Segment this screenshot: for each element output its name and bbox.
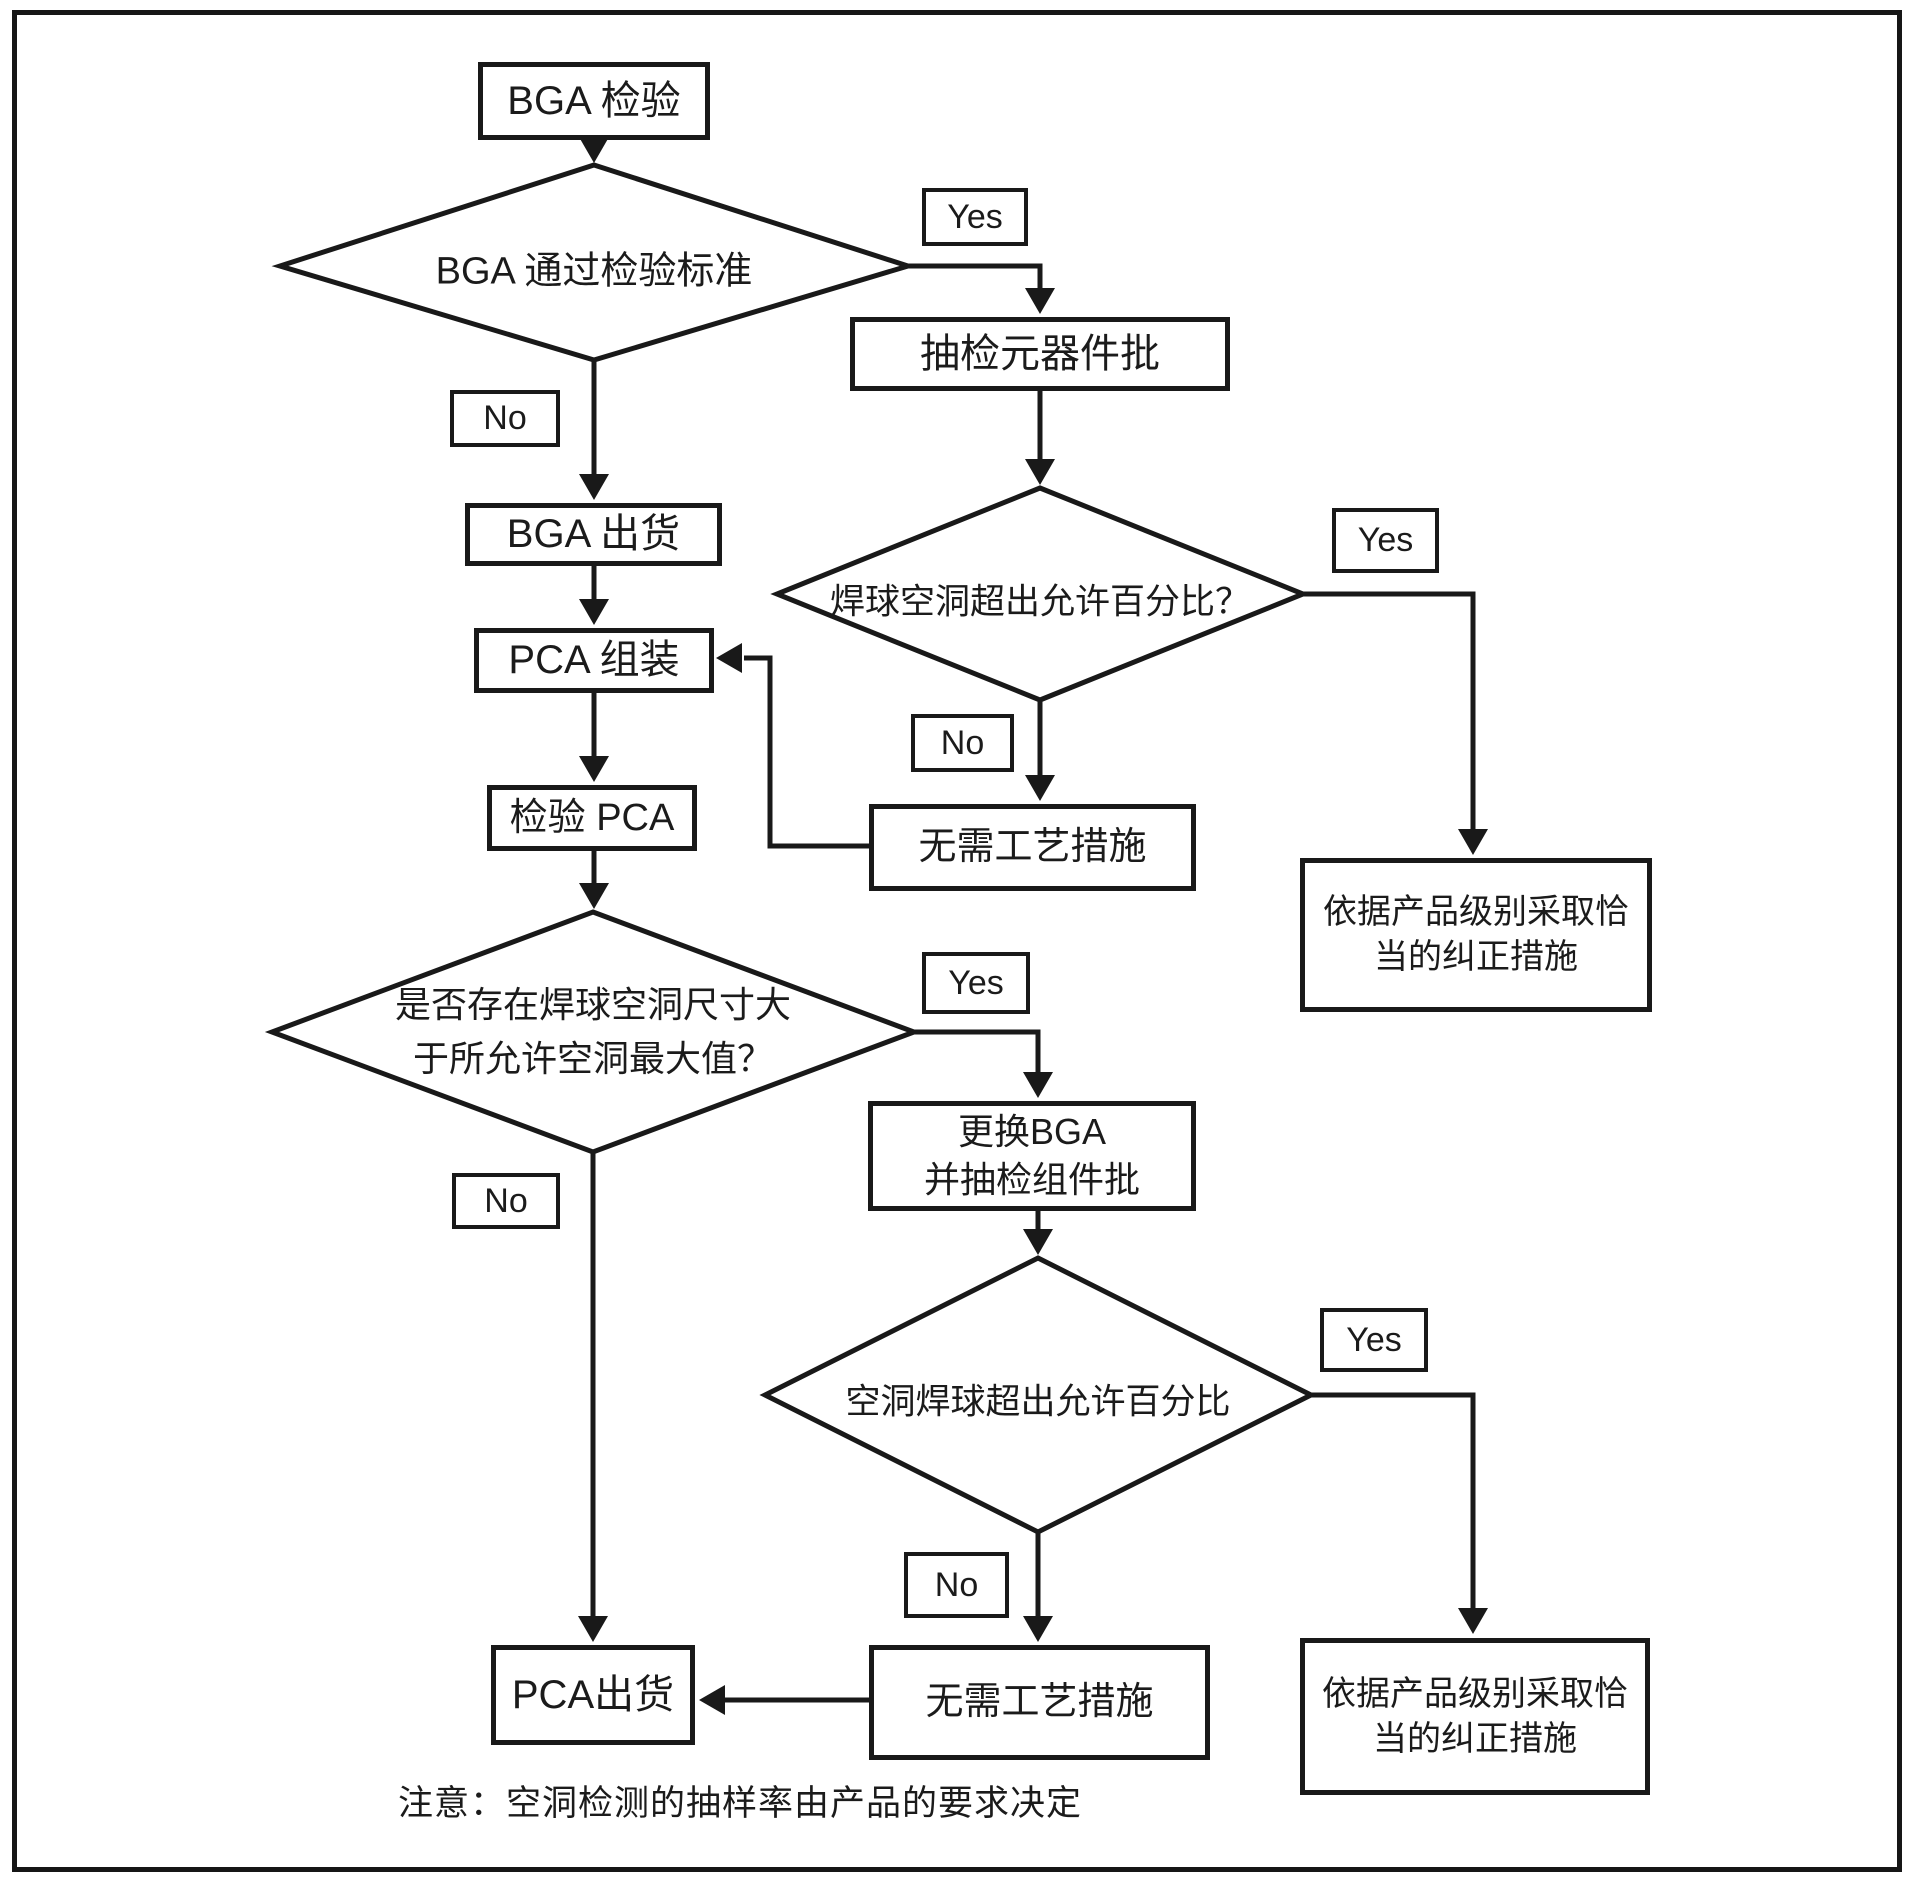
arrowhead	[699, 1685, 725, 1715]
process-bga-inspection: BGA 检验	[478, 62, 710, 140]
process-bga-inspection-label: BGA 检验	[507, 78, 681, 123]
edge-d3-yes	[914, 1029, 1041, 1074]
arrowhead	[1023, 1229, 1053, 1255]
process-corrective-action-2: 依据产品级别采取恰 当的纠正措施	[1300, 1638, 1650, 1795]
corrective-1-line2: 当的纠正措施	[1374, 938, 1578, 976]
process-pca-ship: PCA出货	[491, 1645, 695, 1745]
arrowhead	[716, 643, 742, 673]
process-pca-assembly-label: PCA 组装	[508, 638, 680, 683]
arrowhead	[579, 883, 609, 909]
footnote: 注意：空洞检测的抽样率由产品的要求决定	[398, 1784, 1083, 1823]
process-sample-component-lot-label: 抽检元器件批	[920, 331, 1160, 376]
process-replace-bga: 更换BGA 并抽检组件批	[868, 1101, 1196, 1211]
corrective-2-line1: 依据产品级别采取恰	[1322, 1674, 1628, 1713]
branch-yes-3: Yes	[922, 952, 1030, 1014]
process-pca-assembly: PCA 组装	[474, 628, 714, 693]
process-pca-ship-label: PCA出货	[511, 1672, 675, 1717]
edge-d2-yes	[1303, 591, 1476, 831]
process-bga-ship: BGA 出货	[465, 503, 722, 566]
branch-no-2-label: No	[940, 723, 985, 762]
arrowhead	[1025, 459, 1055, 485]
arrowhead	[1458, 1608, 1488, 1634]
process-no-action-2-label: 无需工艺措施	[925, 1681, 1154, 1724]
branch-no-4-label: No	[934, 1565, 979, 1604]
process-inspect-pca-label: 检验 PCA	[509, 796, 675, 839]
arrowhead	[579, 474, 609, 500]
branch-yes-4-label: Yes	[1346, 1320, 1402, 1359]
branch-no-2: No	[911, 714, 1014, 772]
decision-void-size-line1: 是否存在焊球空洞尺寸大	[394, 984, 792, 1025]
branch-no-1: No	[450, 390, 560, 447]
arrowhead	[579, 756, 609, 782]
diamond-bga-pass-shape	[271, 162, 917, 363]
process-sample-component-lot: 抽检元器件批	[850, 317, 1230, 391]
branch-no-3: No	[452, 1173, 560, 1229]
branch-no-3-label: No	[484, 1181, 528, 1220]
arrowhead	[579, 599, 609, 625]
edge-loop-to-pca	[744, 655, 869, 849]
edge-d4-yes	[1311, 1392, 1476, 1610]
branch-yes-2-label: Yes	[1357, 521, 1414, 560]
decision-bga-pass-label: BGA 通过检验标准	[435, 250, 753, 293]
branch-yes-1: Yes	[922, 188, 1028, 246]
process-no-action-1-label: 无需工艺措施	[918, 826, 1147, 869]
process-corrective-action-1: 依据产品级别采取恰 当的纠正措施	[1300, 858, 1652, 1012]
arrowhead	[578, 1616, 608, 1642]
process-bga-ship-label: BGA 出货	[506, 512, 681, 557]
decision-void-ball-pct-label: 空洞焊球超出允许百分比	[845, 1382, 1231, 1422]
outer-border	[12, 10, 1902, 1872]
branch-yes-3-label: Yes	[948, 963, 1004, 1002]
branch-yes-4: Yes	[1320, 1308, 1428, 1372]
replace-bga-line1: 更换BGA	[957, 1111, 1107, 1153]
diamond-void-ball-pct-shape	[759, 1255, 1317, 1535]
corrective-2-line2: 当的纠正措施	[1373, 1719, 1577, 1758]
corrective-1-line1: 依据产品级别采取恰	[1323, 893, 1629, 932]
branch-no-1-label: No	[483, 399, 527, 438]
process-inspect-pca: 检验 PCA	[487, 785, 697, 851]
branch-yes-2: Yes	[1332, 508, 1439, 573]
edge-d1-yes	[908, 263, 1043, 290]
decision-ball-void-pct-label: 焊球空洞超出允许百分比？	[829, 582, 1251, 622]
decision-void-size-line2: 于所允许空洞最大值？	[412, 1038, 774, 1079]
diamond-ball-void-pct-shape	[770, 485, 1310, 703]
decision-void-size-label: 是否存在焊球空洞尺寸大 于所允许空洞最大值？	[395, 978, 791, 1086]
arrowhead	[1023, 1616, 1053, 1642]
arrowhead	[579, 137, 609, 163]
branch-no-4: No	[904, 1552, 1009, 1618]
arrowhead	[1458, 829, 1488, 855]
branch-yes-1-label: Yes	[947, 197, 1003, 236]
arrowhead	[1025, 775, 1055, 801]
process-no-action-1: 无需工艺措施	[869, 804, 1196, 891]
replace-bga-line2: 并抽检组件批	[923, 1159, 1140, 1200]
diamond-void-size-shape	[264, 909, 922, 1155]
arrowhead	[1023, 1072, 1053, 1098]
arrowhead	[1025, 288, 1055, 314]
process-no-action-2: 无需工艺措施	[869, 1645, 1210, 1760]
